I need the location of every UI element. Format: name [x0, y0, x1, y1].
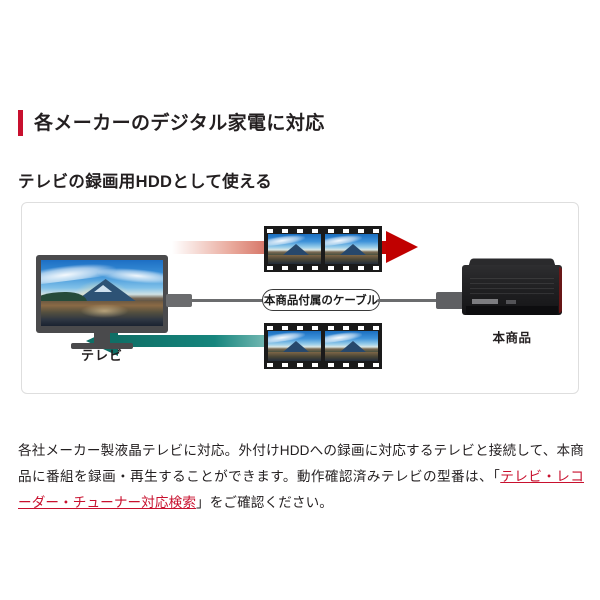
- film-mountain: [282, 341, 309, 352]
- film-lake: [268, 255, 321, 264]
- film-perf: [297, 265, 304, 270]
- film-frame: [325, 331, 378, 361]
- device-label: 本商品: [492, 331, 532, 345]
- film-perf: [372, 362, 379, 367]
- film-perf: [327, 228, 334, 233]
- film-strip-bottom-icon: [264, 323, 382, 369]
- cable-label: 本商品付属のケーブル: [262, 289, 380, 311]
- film-perf: [342, 362, 349, 367]
- film-perf: [372, 265, 379, 270]
- hdd-base: [466, 306, 558, 315]
- film-perf: [357, 265, 364, 270]
- film-perf: [267, 362, 273, 367]
- film-perf: [357, 325, 364, 330]
- record-arrow-head-icon: [386, 231, 418, 263]
- screen-hill: [41, 291, 88, 303]
- film-perf: [267, 228, 273, 233]
- film-perforations-top: [267, 228, 379, 233]
- film-perf: [342, 265, 349, 270]
- film-perf: [327, 325, 334, 330]
- tv-label: テレビ: [80, 348, 123, 363]
- body-text-part-2: 」をご確認ください。: [196, 494, 333, 510]
- film-strip-top-icon: [264, 226, 382, 272]
- film-frame: [268, 331, 321, 361]
- cable-plug-tv-side-icon: [166, 294, 192, 307]
- sub-heading: テレビの録画用HDDとして使える: [18, 173, 273, 191]
- hdd-status-led-icon: [506, 300, 516, 304]
- film-mountain: [339, 341, 366, 352]
- cable-line-left: [190, 299, 265, 302]
- tv-bezel: [36, 255, 168, 333]
- film-perf: [297, 362, 304, 367]
- film-frame: [268, 234, 321, 264]
- diagram-panel: テレビ 本商品付属のケーブル: [21, 202, 579, 394]
- film-perf: [297, 325, 304, 330]
- film-mountain: [282, 244, 309, 255]
- film-perf: [327, 265, 334, 270]
- film-perf: [267, 325, 273, 330]
- cable-plug-device-side-icon: [436, 292, 468, 309]
- cable-line-right: [377, 299, 443, 302]
- film-perforations-bottom: [267, 362, 379, 367]
- film-perf: [327, 362, 334, 367]
- film-perf: [342, 325, 349, 330]
- heading-accent-bar: [18, 110, 23, 136]
- tv-screen: [41, 260, 163, 326]
- film-perf: [357, 228, 364, 233]
- film-perf: [312, 362, 319, 367]
- film-frame: [325, 234, 378, 264]
- hdd-side-accent: [559, 267, 562, 313]
- film-perf: [282, 228, 289, 233]
- body-paragraph: 各社メーカー製液晶テレビに対応。外付けHDDへの録画に対応するテレビと接続して、…: [18, 438, 584, 516]
- film-perf: [282, 325, 289, 330]
- film-perf: [372, 325, 379, 330]
- tv-stand-neck: [94, 333, 110, 343]
- film-perf: [282, 265, 289, 270]
- film-mountain: [339, 244, 366, 255]
- hdd-vent-ridges: [470, 278, 554, 298]
- tv-stand-base: [71, 343, 133, 349]
- section-heading-text: 各メーカーのデジタル家電に対応: [34, 112, 325, 134]
- body-text-part-1: 各社メーカー製液晶テレビに対応。外付けHDDへの録画に対応するテレビと接続して、…: [18, 442, 584, 484]
- film-perforations-top: [267, 325, 379, 330]
- film-perf: [342, 228, 349, 233]
- tv-recorder-tuner-search-link[interactable]: テレビ・レコーダー・チューナー対応検索: [18, 468, 584, 510]
- section-heading: 各メーカーのデジタル家電に対応: [18, 108, 325, 138]
- film-perf: [357, 362, 364, 367]
- film-perf: [312, 325, 319, 330]
- hdd-front-face: [462, 265, 562, 315]
- film-lake: [325, 255, 378, 264]
- film-lake: [268, 352, 321, 361]
- hdd-brand-logo: [472, 299, 498, 304]
- film-perf: [312, 265, 319, 270]
- external-hdd-illustration: [462, 257, 562, 321]
- film-perf: [312, 228, 319, 233]
- screen-lake-shine: [80, 303, 129, 319]
- film-perf: [267, 265, 273, 270]
- screen-mountain-snow: [94, 284, 113, 292]
- film-perf: [282, 362, 289, 367]
- film-perf: [372, 228, 379, 233]
- film-perf: [297, 228, 304, 233]
- film-perforations-bottom: [267, 265, 379, 270]
- television-illustration: [36, 255, 168, 349]
- film-lake: [325, 352, 378, 361]
